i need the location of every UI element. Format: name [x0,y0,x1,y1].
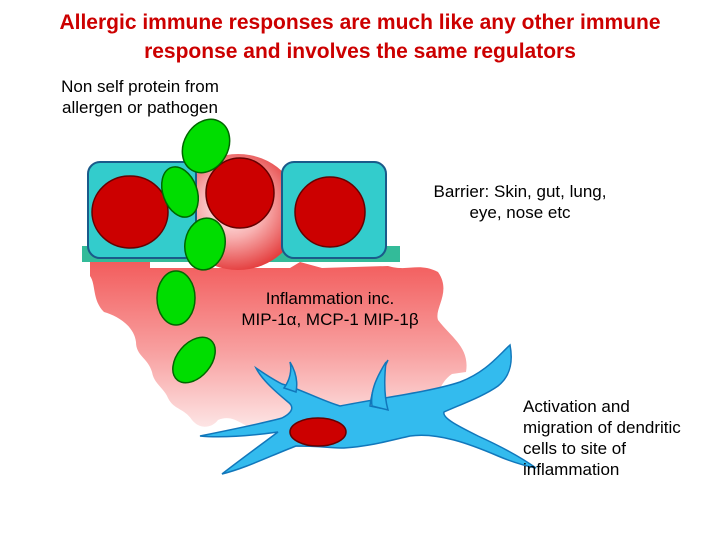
allergen-label-line-1: Non self protein from [61,77,219,96]
allergen-label: Non self protein from allergen or pathog… [40,76,240,118]
dendritic-cell-label: Activation and migration of dendritic ce… [523,396,681,480]
antigen-particle [160,166,200,218]
antigen-particle [156,270,196,326]
epithelial-nucleus-right [294,176,366,248]
epithelial-nucleus-left [91,175,169,249]
barrier-label: Barrier: Skin, gut, lung, eye, nose etc [400,181,640,223]
dendritic-cell-process [282,361,298,393]
inflammation-label: Inflammation inc. MIP-1α, MCP-1 MIP-1β [210,288,450,330]
inflammation-label-line-2: MIP-1α, MCP-1 MIP-1β [241,310,419,329]
dendritic-cell-process [370,361,390,412]
slide-title: Allergic immune responses are much like … [0,8,720,66]
allergen-label-line-2: allergen or pathogen [62,98,218,117]
antigen-particle [172,336,216,384]
barrier-label-line-2: eye, nose etc [469,203,571,222]
antigen-particle [181,118,231,174]
barrier-label-line-1: Barrier: Skin, gut, lung, [433,182,607,201]
dendritic-cell-nucleus [289,417,347,447]
dendritic-label-line-1: Activation and [523,397,630,416]
dendritic-label-line-4: inflammation [523,460,620,479]
antigen-particle [184,217,226,271]
inflammation-label-line-1: Inflammation inc. [265,289,395,308]
dendritic-label-line-2: migration of dendritic [523,418,681,437]
title-line-1: Allergic immune responses are much like … [59,11,661,34]
inflamed-cell-nucleus [205,157,275,229]
dendritic-label-line-3: cells to site of [523,439,626,458]
title-line-2: response and involves the same regulator… [144,40,576,63]
